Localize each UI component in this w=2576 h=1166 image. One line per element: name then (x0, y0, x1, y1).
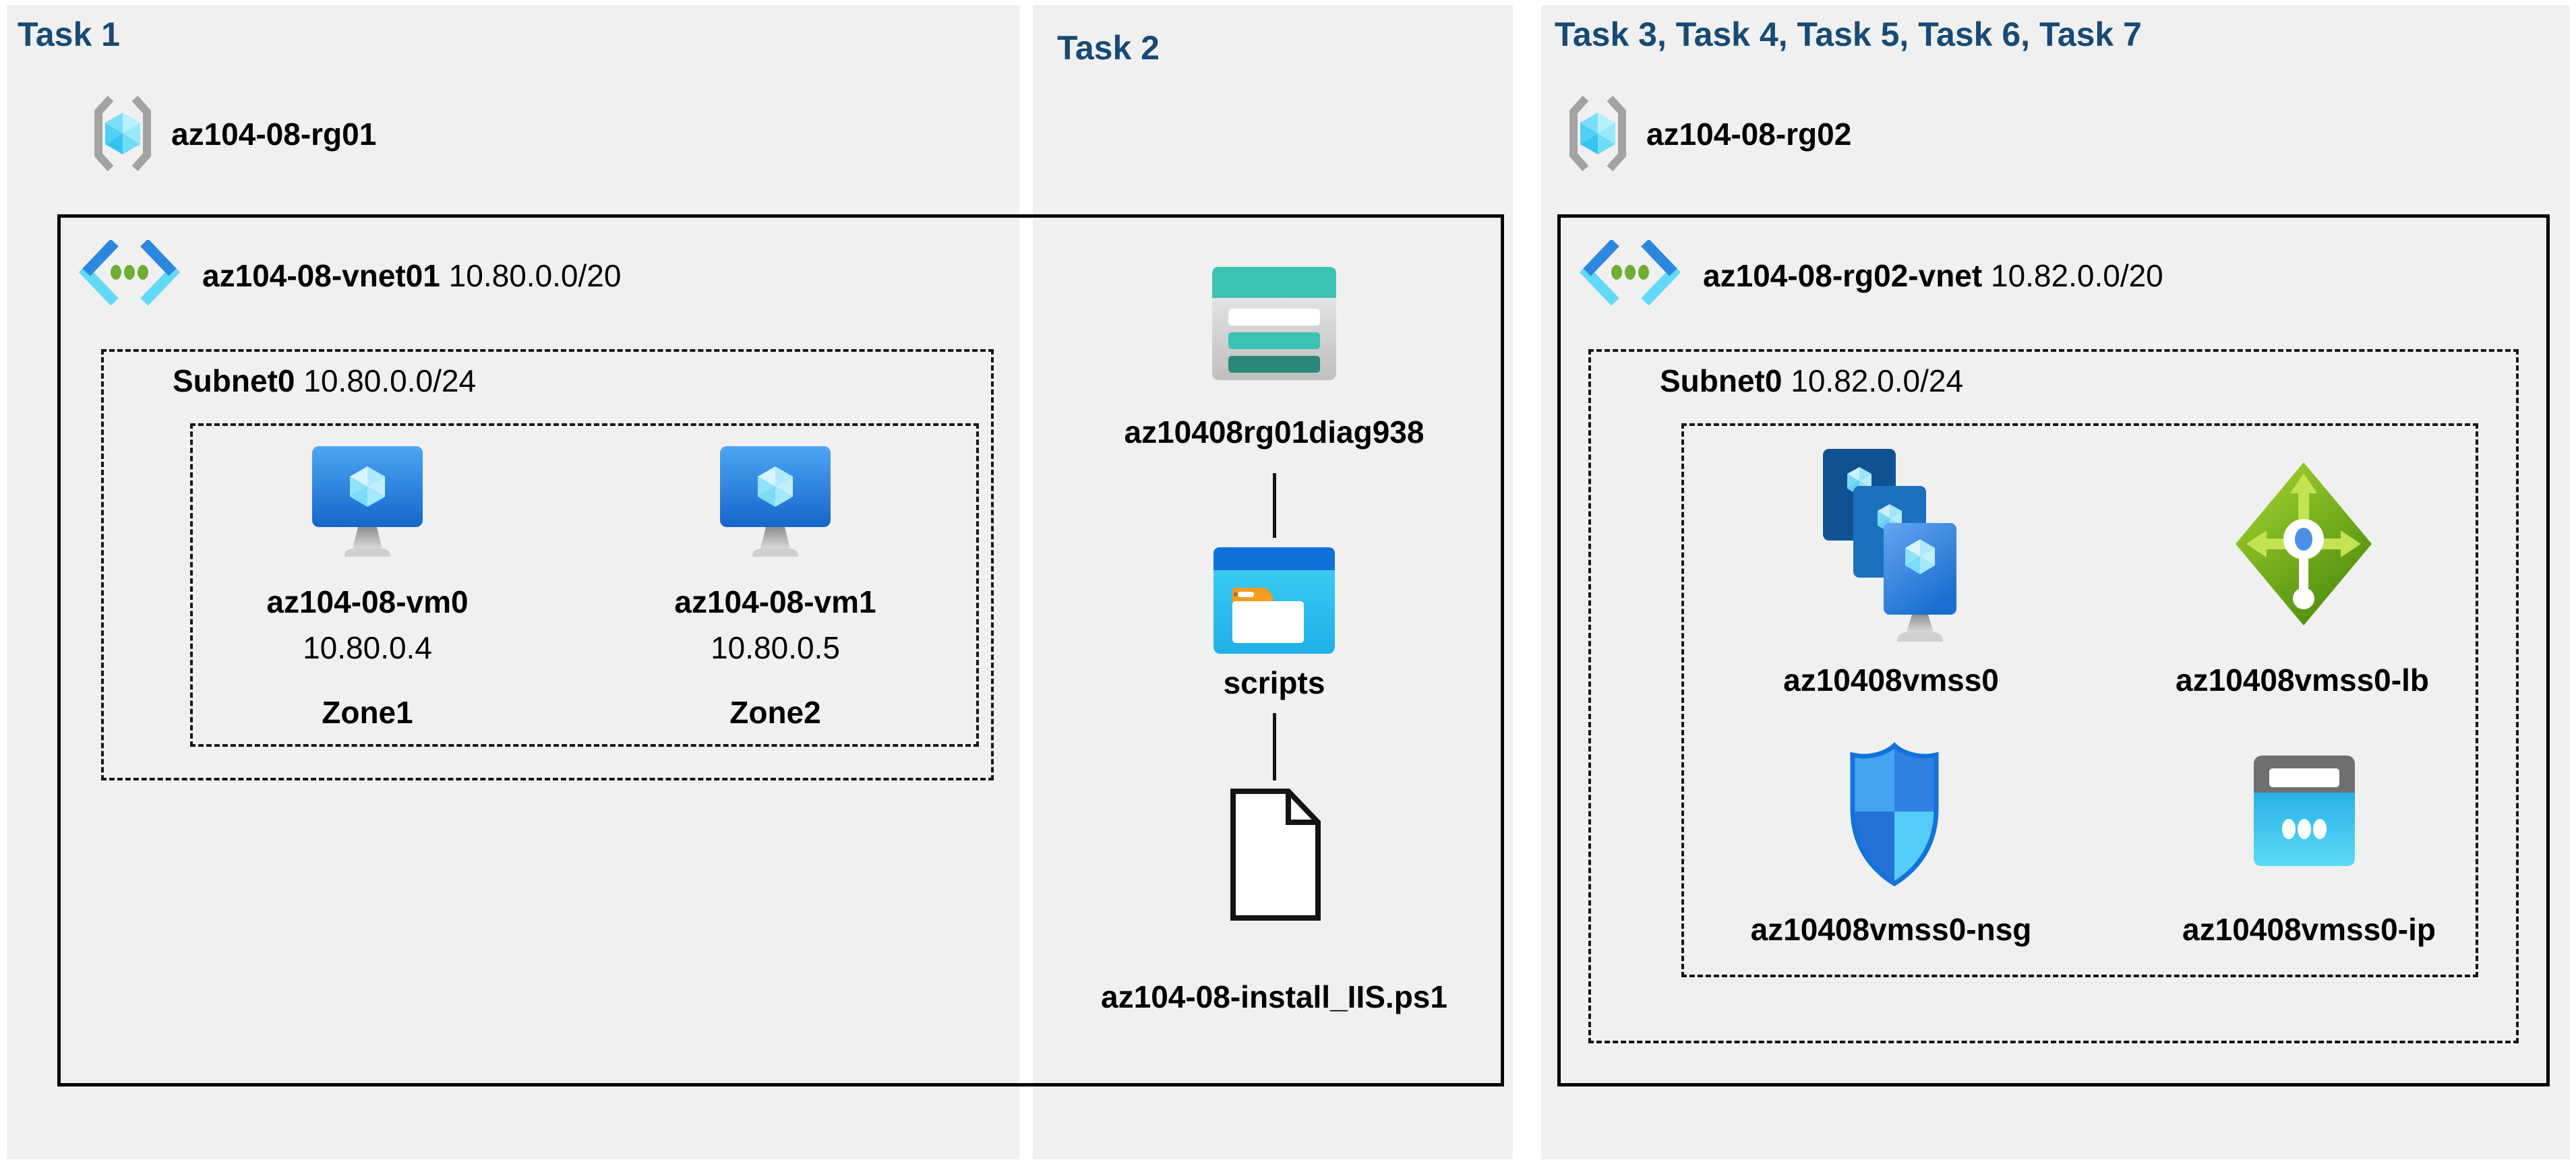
resource-group-label: az104-08-rg01 (171, 117, 377, 152)
vmss-label: az10408vmss0 (1783, 663, 1999, 698)
vnet2-cidr: 10.82.0.0/20 (1990, 258, 2163, 293)
vnet1-label: az104-08-vnet01 10.80.0.0/20 (202, 257, 621, 294)
folder-icon (1214, 547, 1335, 654)
public-ip-icon (2252, 754, 2357, 868)
vnet2-label: az104-08-rg02-vnet 10.82.0.0/20 (1703, 257, 2163, 294)
virtual-network-icon (1576, 240, 1684, 307)
subnet2-name: Subnet0 (1660, 363, 1783, 398)
connector-line (1273, 473, 1276, 538)
virtual-machine-icon (715, 446, 836, 559)
vm-scale-set-icon (1822, 448, 1960, 644)
vm0-zone: Zone1 (322, 695, 413, 730)
vnet2-boundary-box (1557, 214, 2550, 1086)
task1-heading: Task 1 (18, 16, 120, 53)
task2-heading: Task 2 (1057, 29, 1160, 67)
network-security-group-label: az10408vmss0-nsg (1750, 912, 2032, 947)
vm0-ip: 10.80.0.4 (303, 630, 432, 665)
storage-account-icon (1212, 267, 1336, 380)
subnet1-cidr: 10.80.0.0/24 (303, 363, 477, 398)
subnet2-box (1588, 349, 2519, 1043)
virtual-network-icon (76, 240, 183, 307)
folder-label: scripts (1223, 665, 1325, 700)
load-balancer-icon (2233, 460, 2374, 628)
vm-group-box (190, 423, 979, 747)
subnet2-label: Subnet0 10.82.0.0/24 (1660, 363, 1963, 399)
virtual-machine-icon (307, 446, 428, 559)
vm1-name: az104-08-vm1 (674, 584, 876, 619)
file-icon (1224, 787, 1325, 922)
vnet1-cidr: 10.80.0.0/20 (448, 258, 622, 293)
subnet1-label: Subnet0 10.80.0.0/24 (173, 363, 476, 399)
vnet1-name: az104-08-vnet01 (202, 258, 440, 293)
subnet1-name: Subnet0 (173, 363, 295, 398)
subnet2-cidr: 10.82.0.0/24 (1791, 363, 1964, 398)
vm1-zone: Zone2 (729, 695, 821, 730)
resource-group-label: az104-08-rg02 (1646, 117, 1852, 152)
network-security-group-icon (1844, 741, 1945, 888)
vnet2-name: az104-08-rg02-vnet (1703, 258, 1983, 293)
connector-line (1273, 713, 1276, 780)
resource-group-icon (1565, 94, 1630, 173)
task1-panel (7, 5, 1019, 1159)
vm0-name: az104-08-vm0 (266, 584, 469, 619)
subnet1-box (101, 349, 994, 780)
vnet1-boundary-box (57, 214, 1504, 1086)
vm1-ip: 10.80.0.5 (711, 630, 840, 665)
storage-account-label: az10408rg01diag938 (1124, 415, 1425, 450)
task3-panel (1541, 5, 2570, 1159)
load-balancer-label: az10408vmss0-lb (2176, 663, 2429, 698)
public-ip-label: az10408vmss0-ip (2182, 912, 2436, 947)
resource-group-icon (90, 94, 155, 173)
task3-heading: Task 3, Task 4, Task 5, Task 6, Task 7 (1555, 16, 2142, 53)
file-label: az104-08-install_IIS.ps1 (1101, 979, 1447, 1014)
vmss-group-box (1681, 423, 2478, 977)
